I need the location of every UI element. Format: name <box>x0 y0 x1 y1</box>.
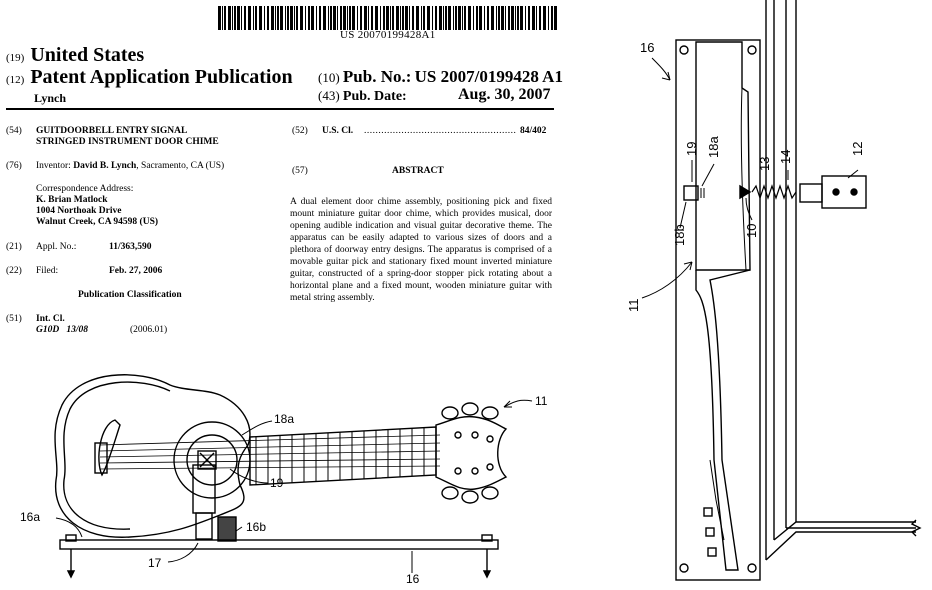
uscl-value: 84/402 <box>520 126 547 136</box>
title-field: (54) GUITDOORBELL ENTRY SIGNAL STRINGED … <box>6 126 276 150</box>
headstock <box>435 415 508 491</box>
fig1-label-16b: 16b <box>246 520 266 534</box>
fig1-label-11: 11 <box>535 394 548 408</box>
appl-code: (21) <box>6 242 22 252</box>
uscl-code: (52) <box>292 126 308 136</box>
pubdate-label: Pub. Date: <box>342 89 407 104</box>
fig2-label-12: 12 <box>850 142 865 156</box>
soundhole-ring-outer <box>173 421 251 499</box>
country: United States <box>30 44 145 66</box>
barcode <box>218 6 557 30</box>
fig1-label-18a: 18a <box>274 412 294 426</box>
fig2-label-13: 13 <box>757 157 772 171</box>
guitar-body <box>54 374 251 538</box>
pubdate-value: Aug. 30, 2007 <box>458 86 551 103</box>
corr-label: Correspondence Address: <box>36 184 134 194</box>
guitar-body-inner <box>63 381 171 530</box>
fig2-label-16: 16 <box>640 40 654 55</box>
corr-name: K. Brian Matlock <box>36 195 108 205</box>
pub-number-line: (10) Pub. No.: US 2007/0199428 A1 <box>318 67 563 87</box>
stand-post <box>195 512 213 540</box>
pubno-code: (10) <box>318 70 340 85</box>
inventor-field: (76) Inventor: David B. Lynch, Sacrament… <box>6 161 281 173</box>
fig2-label-18b: 18b <box>672 224 687 246</box>
pick-thread <box>697 188 705 198</box>
plate-screws <box>679 45 757 573</box>
appl-value: 11/363,590 <box>109 242 152 252</box>
appl-label: Appl. No.: <box>36 242 77 252</box>
strings <box>99 434 441 470</box>
fig2-label-10: 10 <box>744 224 759 238</box>
inventor-body: Inventor: David B. Lynch, Sacramento, CA… <box>36 161 224 173</box>
fig2-label-18a: 18a <box>706 136 721 158</box>
country-line: (19) United States <box>6 44 144 67</box>
door-frame-bottom <box>765 531 916 561</box>
filed-field: (22) Filed: Feb. 27, 2006 <box>6 266 276 278</box>
pubclass-heading: Publication Classification <box>78 290 182 300</box>
pubtype-line: (12) Patent Application Publication <box>6 66 293 89</box>
mount-screws <box>65 534 493 579</box>
inventor-code: (76) <box>6 161 22 171</box>
intcl-label: Int. Cl. <box>36 314 65 324</box>
barcode-number: US 20070199428A1 <box>340 29 436 41</box>
stopper-block <box>821 175 867 209</box>
intcl-year: (2006.01) <box>130 325 168 335</box>
appl-field: (21) Appl. No.: 11/363,590 <box>6 242 276 254</box>
country-code: (19) <box>6 52 25 64</box>
pubtype-code: (12) <box>6 74 25 86</box>
stopper-cap <box>799 183 823 203</box>
title-code: (54) <box>6 126 22 136</box>
pickguard <box>98 419 121 477</box>
title-line2: STRINGED INSTRUMENT DOOR CHIME <box>36 137 219 147</box>
pub-date-line: (43) Pub. Date: Aug. 30, 2007 <box>318 86 550 105</box>
pick-mount <box>197 450 217 470</box>
pubdate-code: (43) <box>318 88 340 103</box>
fig1-label-16a: 16a <box>20 510 40 524</box>
fig1-label-16: 16 <box>406 572 420 586</box>
base-plate <box>59 539 499 550</box>
pubno-value: US 2007/0199428 A1 <box>414 67 563 86</box>
uscl-dots: ........................................… <box>364 126 516 136</box>
bridge <box>94 442 108 474</box>
soundhole-ring-inner <box>186 434 238 486</box>
correspondence-field: Correspondence Address: K. Brian Matlock… <box>6 184 276 232</box>
figure-1-guitar: 11 18a 19 16a 16b 17 16 <box>20 374 548 586</box>
abstract-text: A dual element door chime assembly, posi… <box>290 197 552 303</box>
fig1-label-19: 19 <box>270 476 284 490</box>
intcl-field: (51) Int. Cl. G10D 13/08 (2006.01) <box>6 314 276 338</box>
pubtype: Patent Application Publication <box>30 66 293 88</box>
inventor-name: David B. Lynch <box>73 161 137 171</box>
corr-city: Walnut Creek, CA 94598 (US) <box>36 217 159 227</box>
side-tuning-pegs <box>703 507 717 557</box>
intcl-class: G10D 13/08 <box>36 325 88 335</box>
fig1-label-17: 17 <box>148 556 162 570</box>
fig2-label-11: 11 <box>626 299 641 313</box>
spring-block <box>217 516 237 542</box>
tuning-pegs <box>441 402 499 504</box>
inventor-location: , Sacramento, CA (US) <box>136 161 225 171</box>
intcl-code: (51) <box>6 314 22 324</box>
pubno-label: Pub. No.: <box>342 67 412 86</box>
abstract-title: ABSTRACT <box>392 166 444 176</box>
mounting-plate <box>675 39 761 581</box>
title-line1: GUITDOORBELL ENTRY SIGNAL <box>36 126 188 136</box>
fig2-label-19: 19 <box>684 142 699 156</box>
pick-tip <box>739 184 752 200</box>
filed-label: Filed: <box>36 266 59 276</box>
inventor-label: Inventor: <box>36 161 71 171</box>
frets <box>255 427 425 485</box>
figure-2-side-view: 16 19 18a 13 14 12 18b 10 11 <box>626 0 922 581</box>
uscl-label: U.S. Cl. <box>322 126 354 136</box>
guitar-side-neck <box>695 269 751 571</box>
uscl-field: (52) U.S. Cl. ..........................… <box>292 126 554 138</box>
abstract-code: (57) <box>292 166 308 176</box>
header-rule <box>6 108 554 110</box>
inventor-surname: Lynch <box>34 91 67 105</box>
filed-value: Feb. 27, 2006 <box>109 266 163 276</box>
filed-code: (22) <box>6 266 22 276</box>
pick-holder <box>192 464 216 514</box>
fig2-label-14: 14 <box>778 150 793 164</box>
corr-street: 1004 Northoak Drive <box>36 206 122 216</box>
